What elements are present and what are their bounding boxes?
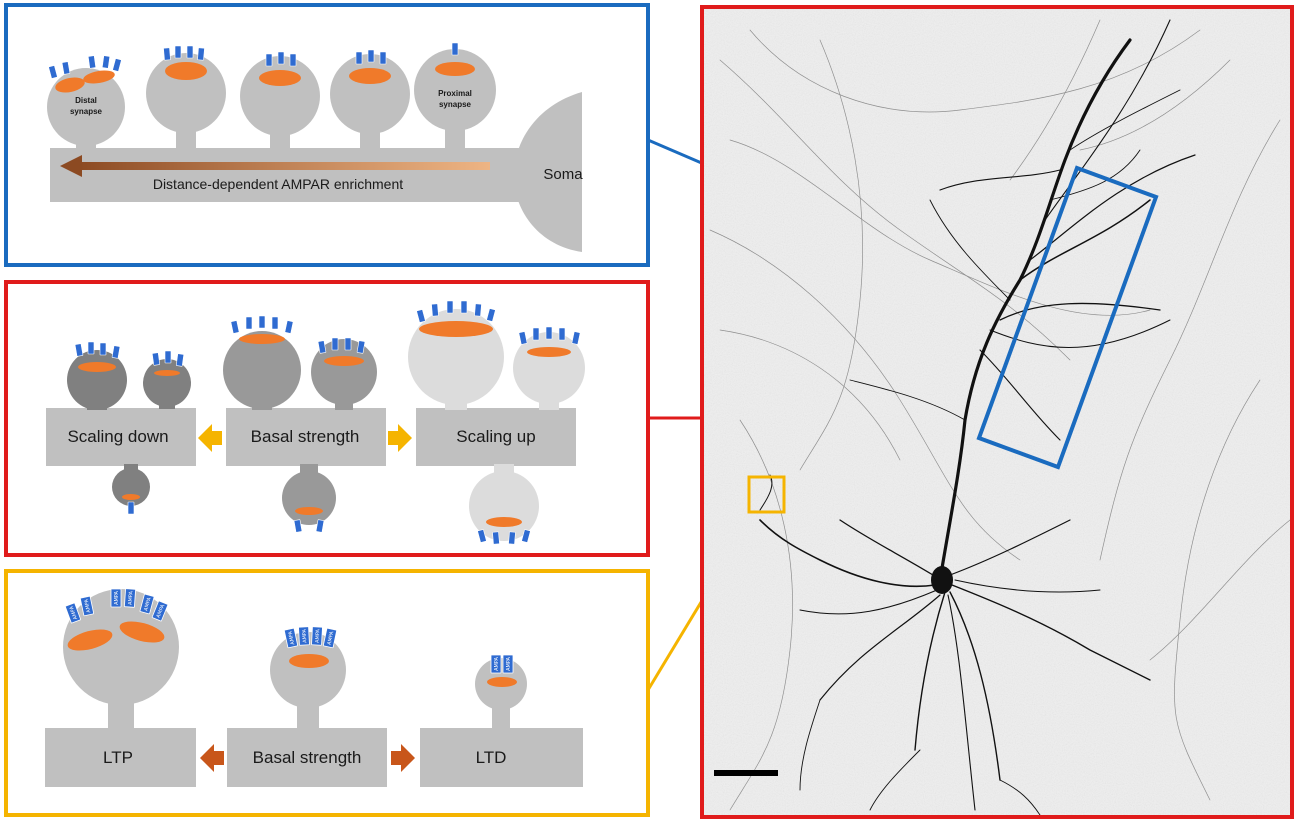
micrograph-noise xyxy=(702,7,1292,817)
panel-distance-dependent: Distal synapse Proximal synapse Distance… xyxy=(4,3,650,267)
shaft-basal-bottom xyxy=(227,728,387,787)
ampa-receptor-label: AMPA xyxy=(506,657,512,671)
gradient-arrow-icon xyxy=(60,155,490,177)
ampa-receptor-label: AMPA xyxy=(327,630,336,645)
soma-shape xyxy=(514,92,582,252)
ltp-label: LTP xyxy=(103,748,133,767)
ampa-receptor-label: AMPA xyxy=(494,657,500,671)
scale-bar-icon xyxy=(714,770,778,776)
proximal-label-line2: synapse xyxy=(439,100,472,109)
scaling-up-label: Scaling up xyxy=(456,427,535,446)
arrow-left-yellow-icon xyxy=(198,424,222,452)
shaft-scaling-up xyxy=(416,408,576,466)
basal-strength-middle-label: Basal strength xyxy=(251,427,360,446)
soma-label: Soma xyxy=(543,166,583,183)
dendrite-shaft xyxy=(50,148,550,202)
ampa-receptor-label: AMPA xyxy=(315,628,322,643)
shaft-ltd xyxy=(420,728,583,787)
soma-cell-body xyxy=(931,566,953,594)
panel-homeostatic-scaling: Scaling down Basal strength Scaling up xyxy=(4,280,650,557)
micrograph-panel xyxy=(700,5,1294,819)
highlight-box-yellow xyxy=(747,475,786,514)
scaling-down-label: Scaling down xyxy=(67,427,168,446)
psd-group-middle xyxy=(78,321,571,527)
ampa-receptor-label: AMPA xyxy=(83,598,92,613)
distal-label-line2: synapse xyxy=(70,107,103,116)
arrow-right-brown-icon xyxy=(391,744,415,772)
psd-group-bottom xyxy=(67,621,517,687)
ampa-receptor-label: AMPA xyxy=(128,590,135,605)
receptor-group-bottom: AMPA AMPA AMPA AMPA AMPA AMPA AMPA AMPA … xyxy=(64,588,514,674)
shaft-ltp xyxy=(45,728,196,787)
highlight-box-blue xyxy=(976,165,1159,470)
shaft-scaling-down xyxy=(46,408,196,466)
ampa-receptor-label: AMPA xyxy=(287,630,296,645)
shaft-basal xyxy=(226,408,386,466)
ampa-receptor-label: AMPA xyxy=(143,596,153,611)
ampa-receptor-label: AMPA xyxy=(156,603,167,619)
proximal-label-line1: Proximal xyxy=(438,89,472,98)
ampa-receptor-label: AMPA xyxy=(69,605,80,621)
ltd-label: LTD xyxy=(476,748,507,767)
arrow-right-yellow-icon xyxy=(388,424,412,452)
gradient-label: Distance-dependent AMPAR enrichment xyxy=(153,176,403,192)
micrograph-border-red xyxy=(700,5,1294,819)
basal-strength-bottom-label: Basal strength xyxy=(253,748,362,767)
ampa-receptor-label: AMPA xyxy=(114,591,120,605)
arrow-left-brown-icon xyxy=(200,744,224,772)
psd-group-top xyxy=(55,62,475,93)
ampa-receptor-label: AMPA xyxy=(302,628,309,643)
distal-label-line1: Distal xyxy=(75,96,97,105)
panel-hebbian-plasticity: AMPA AMPA AMPA AMPA AMPA AMPA AMPA AMPA … xyxy=(4,569,650,817)
